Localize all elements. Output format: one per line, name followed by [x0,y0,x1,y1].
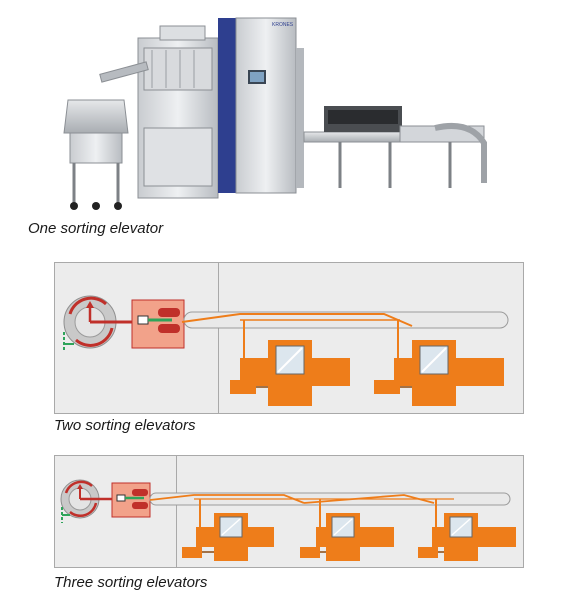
sorting-elevator-1 [182,499,274,561]
machine-photo: KRONES [63,17,487,210]
sorting-elevator-2 [300,499,394,561]
control-cabinet: KRONES [218,17,304,194]
bowl-sorter [63,295,132,352]
sorting-elevator-3 [418,499,516,561]
hopper [63,99,129,210]
transfer-unit [111,482,151,518]
sorting-elevator-2 [374,320,504,406]
caption-three-elevators: Three sorting elevators [54,574,208,591]
sorter-unit [99,25,219,199]
elevator-panel [218,262,524,414]
sorting-elevator-1 [230,320,350,406]
transfer-unit [131,299,185,349]
diagram-three-elevators [54,455,524,568]
conveyor [303,106,487,188]
caption-two-elevators: Two sorting elevators [54,417,196,434]
bowl-sorter [60,479,112,523]
diagram-two-elevators [54,262,524,414]
krones-logo: KRONES [272,22,294,28]
caption-one-elevator: One sorting elevator [28,220,164,237]
